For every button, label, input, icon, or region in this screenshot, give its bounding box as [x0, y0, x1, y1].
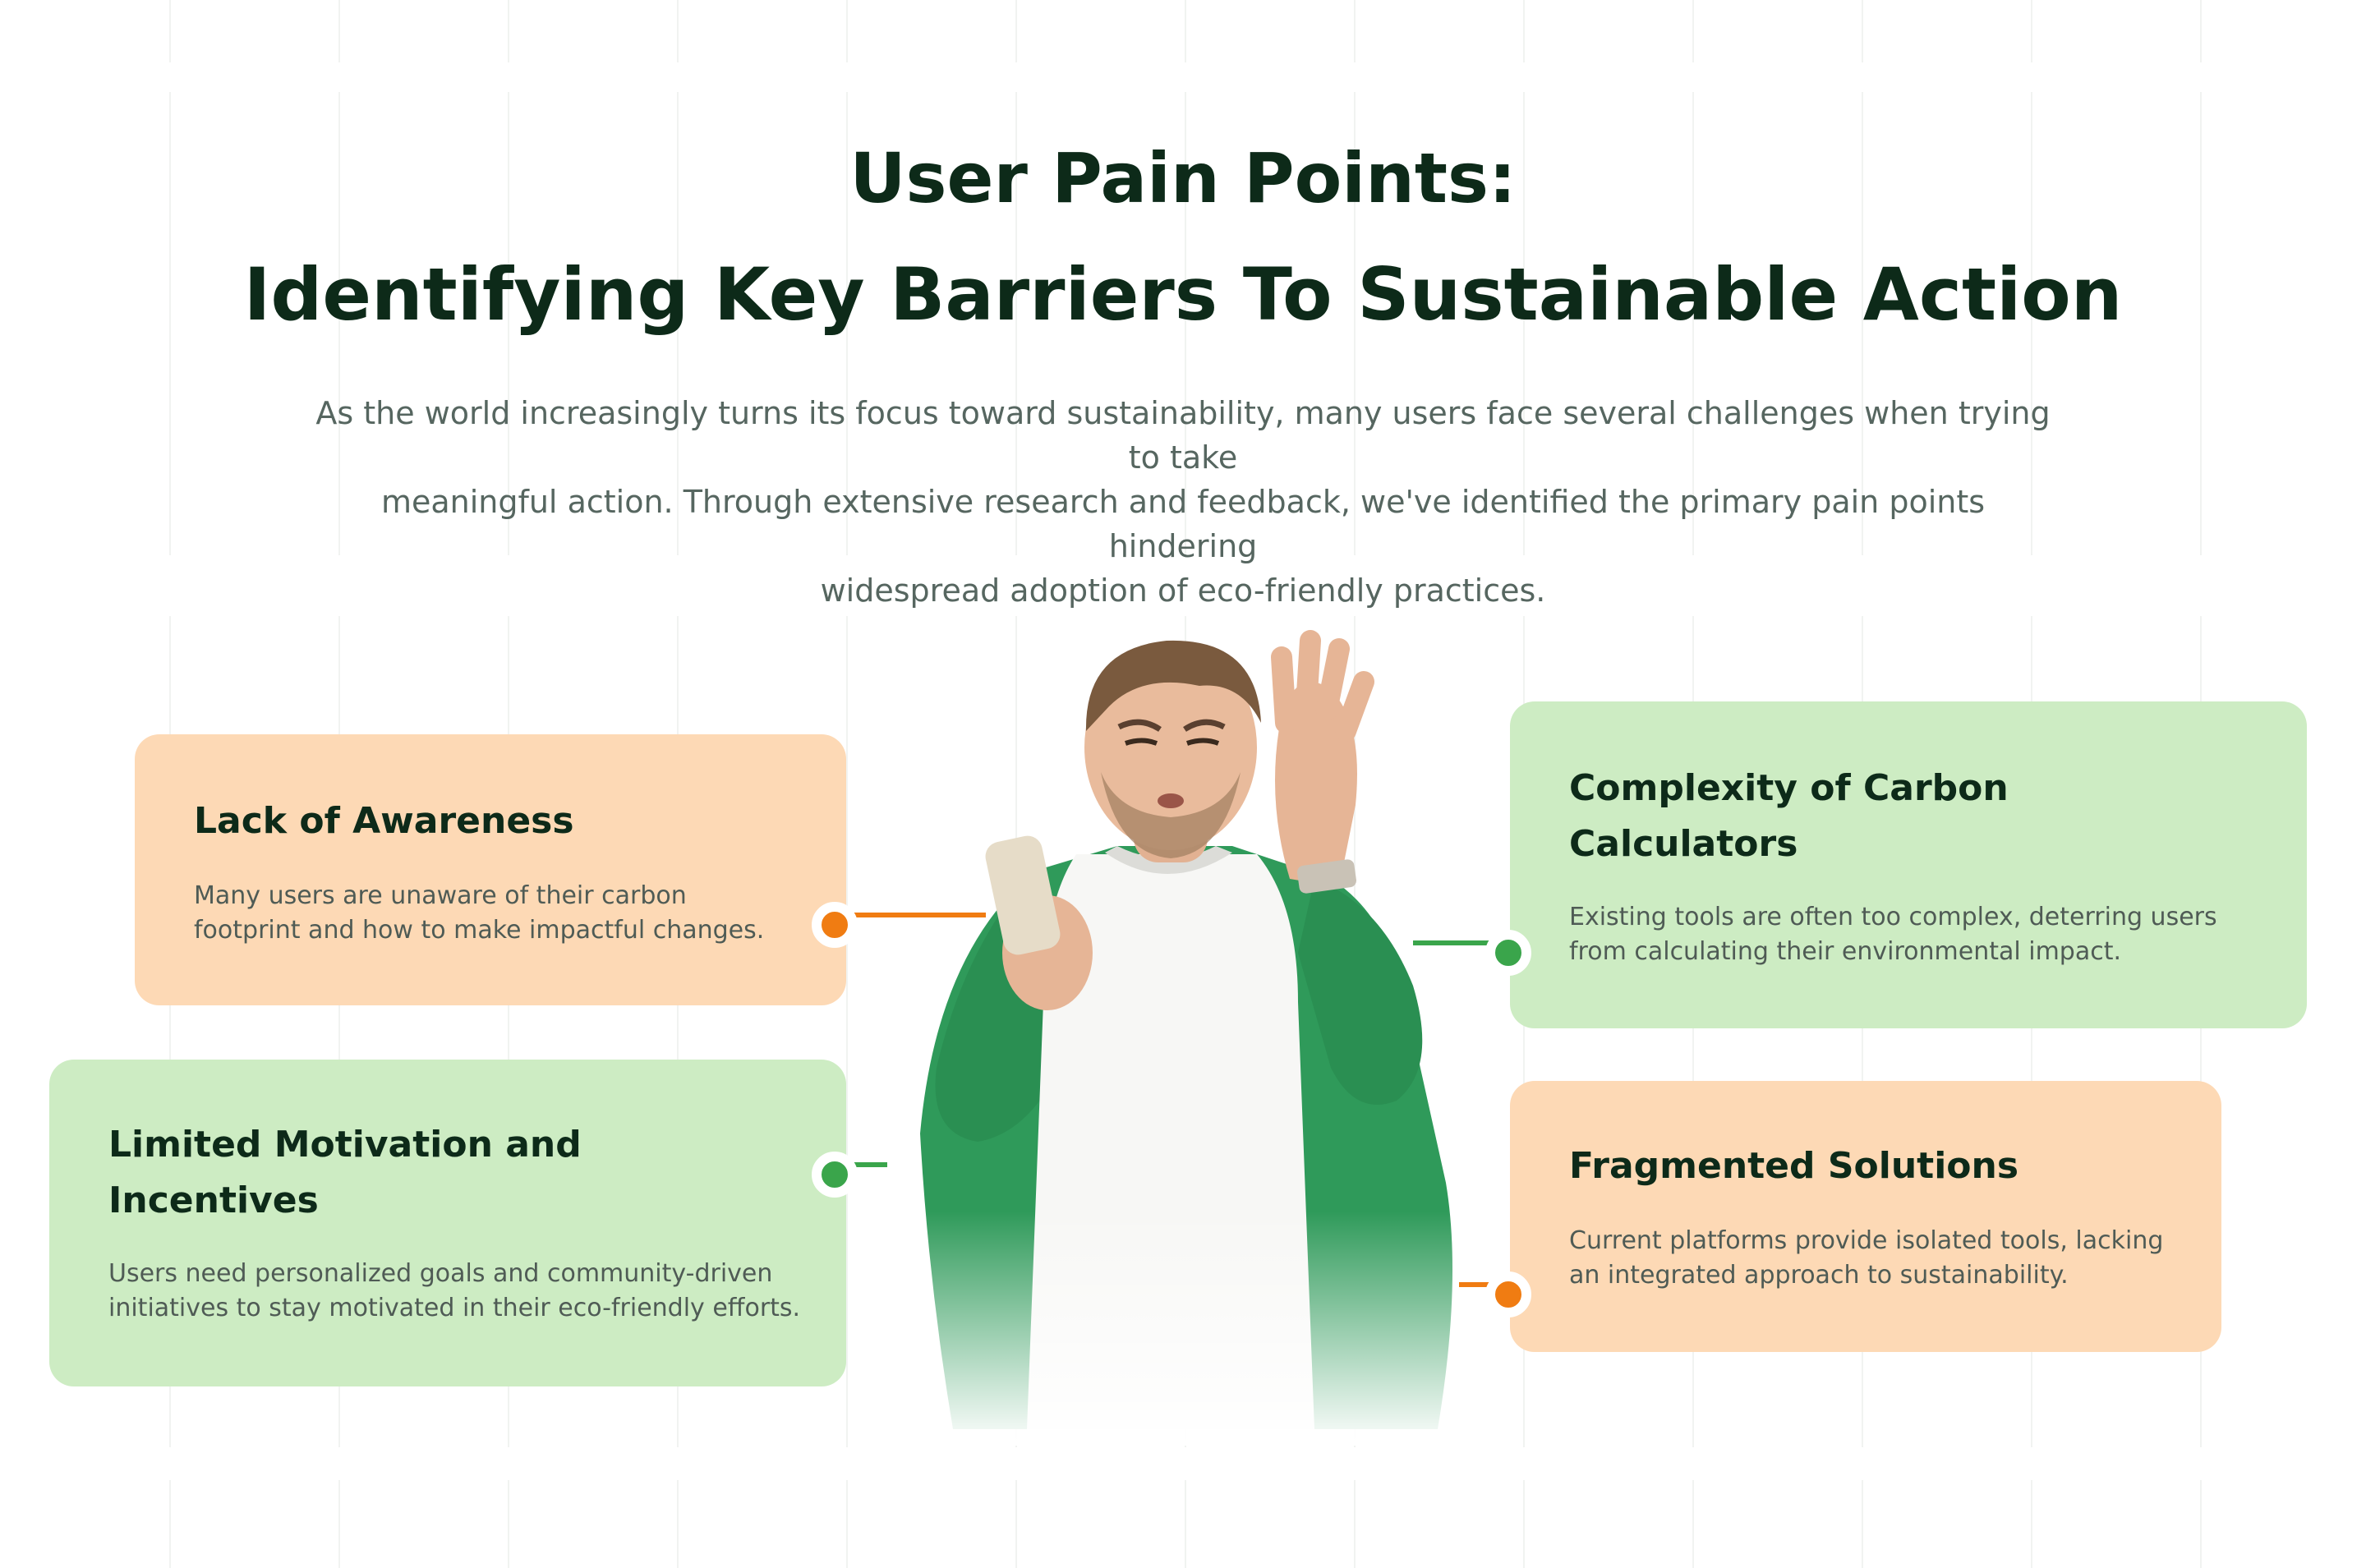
intro-line: meaningful action. Through extensive res… — [380, 484, 1986, 564]
card-title-line: Calculators — [1569, 823, 1798, 865]
card-lack-of-awareness: Lack of Awareness Many users are unaware… — [135, 734, 846, 1005]
card-description: Existing tools are often too complex, de… — [1569, 900, 2292, 969]
card-description: Many users are unaware of their carbon f… — [194, 879, 818, 948]
intro-paragraph: As the world increasingly turns its focu… — [304, 391, 2062, 613]
card-text-line: initiatives to stay motivated in their e… — [108, 1294, 801, 1322]
card-limited-motivation: Limited Motivation and Incentives Users … — [49, 1060, 846, 1386]
card-description: Users need personalized goals and commun… — [108, 1257, 831, 1326]
card-complexity-of-calculators: Complexity of Carbon Calculators Existin… — [1510, 701, 2307, 1028]
connector-line — [1413, 940, 1512, 945]
card-title: Complexity of Carbon Calculators — [1569, 761, 2009, 872]
card-text-line: an integrated approach to sustainability… — [1569, 1261, 2069, 1290]
grid-gap — [0, 555, 2366, 616]
connector-line — [838, 1162, 887, 1167]
connector-line — [838, 913, 986, 917]
connector-dot — [812, 902, 858, 948]
card-description: Current platforms provide isolated tools… — [1569, 1224, 2210, 1293]
card-title-line: Limited Motivation and — [108, 1124, 582, 1166]
connector-dot — [1485, 1271, 1531, 1317]
frustrated-man-illustration — [871, 608, 1495, 1446]
card-title: Lack of Awareness — [194, 800, 574, 842]
card-text-line: Many users are unaware of their carbon — [194, 881, 687, 910]
intro-line: As the world increasingly turns its focu… — [315, 395, 2051, 476]
grid-gap — [0, 1447, 2366, 1480]
card-text-line: Current platforms provide isolated tools… — [1569, 1226, 2164, 1255]
card-text-line: Users need personalized goals and commun… — [108, 1259, 773, 1288]
card-text-line: footprint and how to make impactful chan… — [194, 916, 765, 945]
card-text-line: Existing tools are often too complex, de… — [1569, 903, 2217, 931]
card-title: Limited Motivation and Incentives — [108, 1117, 582, 1229]
connector-line — [1459, 1282, 1512, 1287]
intro-line: widespread adoption of eco-friendly prac… — [820, 572, 1546, 609]
card-title-line: Incentives — [108, 1179, 319, 1221]
grid-gap — [0, 62, 2366, 92]
grid-line — [846, 0, 848, 1568]
card-title: Fragmented Solutions — [1569, 1145, 2019, 1187]
card-title-line: Complexity of Carbon — [1569, 767, 2009, 809]
card-fragmented-solutions: Fragmented Solutions Current platforms p… — [1510, 1081, 2221, 1352]
connector-dot — [1485, 930, 1531, 976]
page-subtitle-heading: Identifying Key Barriers To Sustainable … — [243, 252, 2123, 337]
connector-dot — [812, 1152, 858, 1198]
page-title: User Pain Points: — [849, 138, 1517, 218]
card-text-line: from calculating their environmental imp… — [1569, 937, 2122, 966]
